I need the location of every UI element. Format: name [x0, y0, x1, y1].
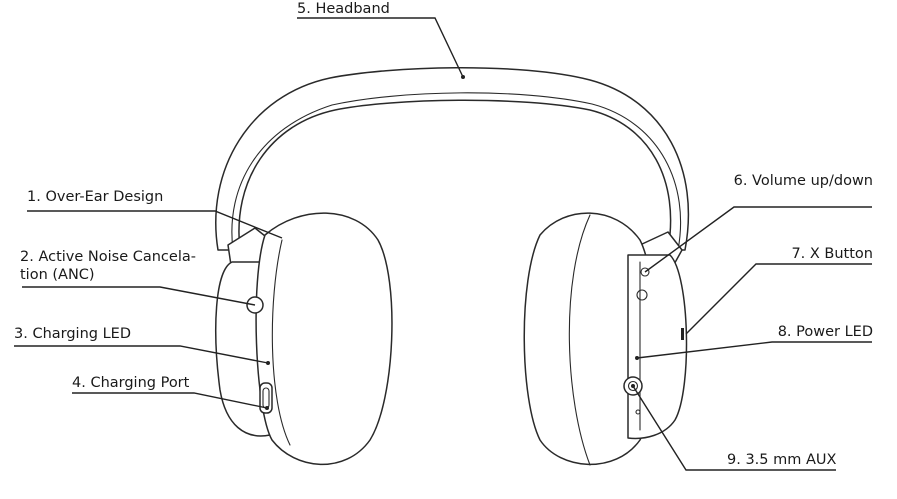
leader-aux — [632, 385, 836, 471]
label-x-button: 7. X Button — [791, 246, 873, 262]
leader-x-button — [685, 263, 872, 335]
right-earcup — [627, 254, 688, 440]
leader-headband — [297, 17, 464, 78]
leader-volume — [644, 206, 872, 273]
headband — [215, 66, 690, 251]
leader-charging-led — [14, 345, 269, 364]
label-over-ear-design: 1. Over-Ear Design — [27, 189, 164, 205]
label-charging-port: 4. Charging Port — [72, 375, 190, 391]
label-anc-line1: 2. Active Noise Cancela- — [20, 249, 196, 265]
label-headband: 5. Headband — [297, 1, 390, 17]
label-charging-led: 3. Charging LED — [14, 326, 131, 342]
label-anc-line2: tion (ANC) — [20, 267, 95, 283]
left-cushion — [255, 212, 393, 466]
leader-power-led — [636, 341, 872, 359]
label-power-led: 8. Power LED — [777, 324, 873, 340]
leader-over-ear — [27, 210, 283, 239]
label-volume-up-down: 6. Volume up/down — [733, 173, 873, 189]
leader-anc — [22, 286, 256, 306]
label-aux: 9. 3.5 mm AUX — [727, 452, 837, 468]
leader-charging-port — [72, 392, 268, 409]
right-cushion — [523, 212, 656, 466]
